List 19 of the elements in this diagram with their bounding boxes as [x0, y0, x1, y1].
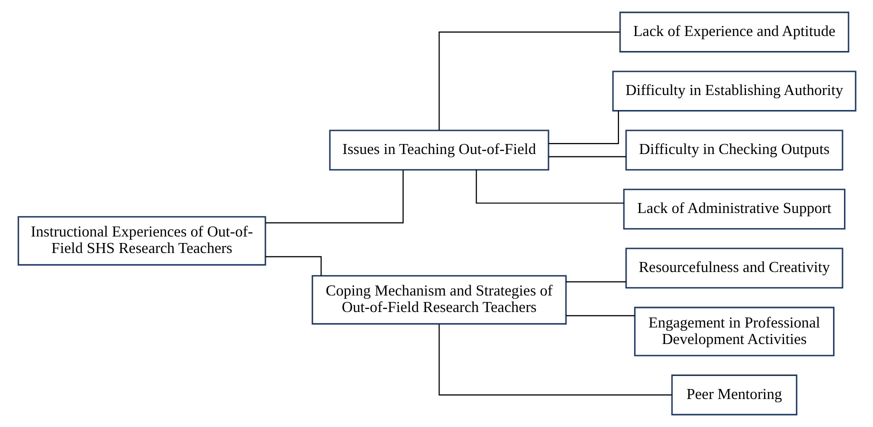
node-box: Coping Mechanism and Strategies of Out-of-Field Research Teachers: [311, 275, 566, 325]
connector: [475, 170, 624, 204]
connector: [548, 156, 626, 158]
node-box: Difficulty in Establishing Authority: [612, 70, 856, 112]
node-box: Difficulty in Checking Outputs: [624, 130, 843, 170]
node-box: Instructional Experiences of Out-of-Field SHS Research Teachers: [17, 216, 266, 266]
node-box: Peer Mentoring: [670, 374, 797, 416]
connector: [566, 315, 634, 316]
node-box: Lack of Administrative Support: [622, 188, 845, 230]
node-box: Engagement in Professional Development Activities: [634, 306, 834, 356]
connector: [548, 110, 618, 144]
connector: [566, 281, 626, 282]
connector: [438, 32, 620, 130]
node-box: Lack of Experience and Aptitude: [618, 12, 849, 52]
node-box: Resourcefulness and Creativity: [624, 248, 843, 289]
connector: [264, 256, 322, 276]
node-box: Issues in Teaching Out-of-Field: [328, 130, 549, 170]
connector: [265, 170, 404, 224]
connector: [438, 324, 672, 396]
